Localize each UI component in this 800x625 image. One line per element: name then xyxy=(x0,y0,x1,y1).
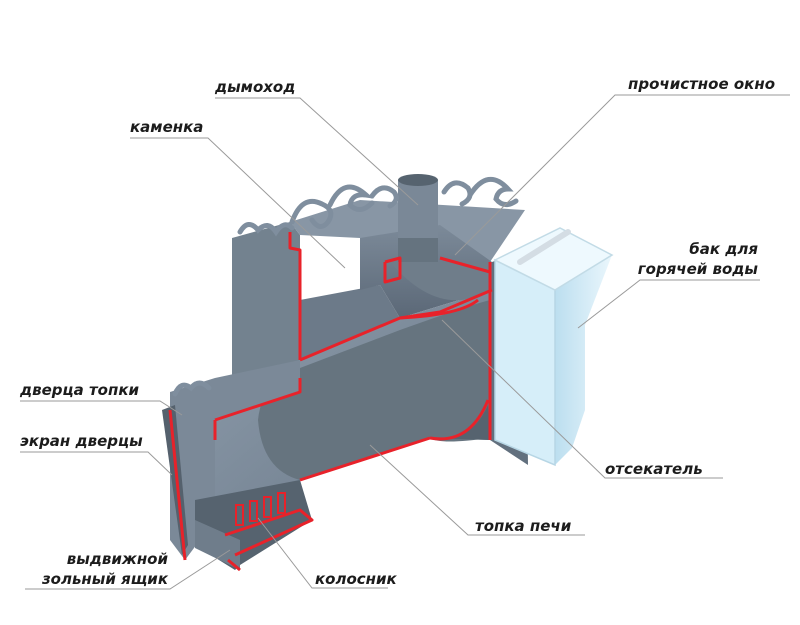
leader-kamenka xyxy=(130,137,346,269)
hot-water-tank xyxy=(493,227,614,467)
leader-dymokhod xyxy=(215,97,419,206)
leader-dvertsa xyxy=(20,400,183,416)
ash-pan-front xyxy=(195,520,240,570)
kamenka-back-wall xyxy=(232,222,300,385)
stove-body xyxy=(162,174,528,570)
leader-kolosnik xyxy=(257,517,388,589)
firebox-cavity xyxy=(258,300,490,480)
label-bak-line1: бак для xyxy=(689,240,758,258)
kamenka-floor xyxy=(300,285,400,360)
chimney-pipe xyxy=(398,180,438,240)
leader-lines xyxy=(20,94,790,590)
label-dymokhod: дымоход xyxy=(215,78,296,96)
label-bak-line2: горячей воды xyxy=(637,260,758,278)
tank-front xyxy=(494,258,556,467)
chimney-inner xyxy=(398,238,438,265)
leader-zolnik xyxy=(25,549,231,590)
leader-ekran xyxy=(20,451,173,476)
leader-otsekatel xyxy=(441,319,723,479)
tank-top xyxy=(493,227,614,291)
label-kolosnik: колосник xyxy=(315,570,397,588)
leader-topka xyxy=(369,444,585,536)
chimney-rim xyxy=(398,174,438,186)
label-topka-pechi: топка печи xyxy=(475,517,572,535)
label-zolnik-line2: зольный ящик xyxy=(41,570,168,588)
leader-prochistnoe xyxy=(454,94,790,256)
label-prochistnoe-okno: прочистное окно xyxy=(628,75,776,93)
leader-bak xyxy=(577,279,760,329)
label-dvertsa-topki: дверца топки xyxy=(20,381,140,399)
label-otsekatel: отсекатель xyxy=(605,460,703,478)
kolosnik-grate xyxy=(235,492,286,526)
tank-inlet-pipe xyxy=(517,229,571,265)
chimney-bowl xyxy=(390,262,490,301)
firebox-bottom-curve xyxy=(430,405,490,440)
label-kamenka: каменка xyxy=(130,118,204,136)
label-zolnik-line1: выдвижной xyxy=(66,550,168,568)
label-ekran-dvertsy: экран дверцы xyxy=(20,432,143,450)
